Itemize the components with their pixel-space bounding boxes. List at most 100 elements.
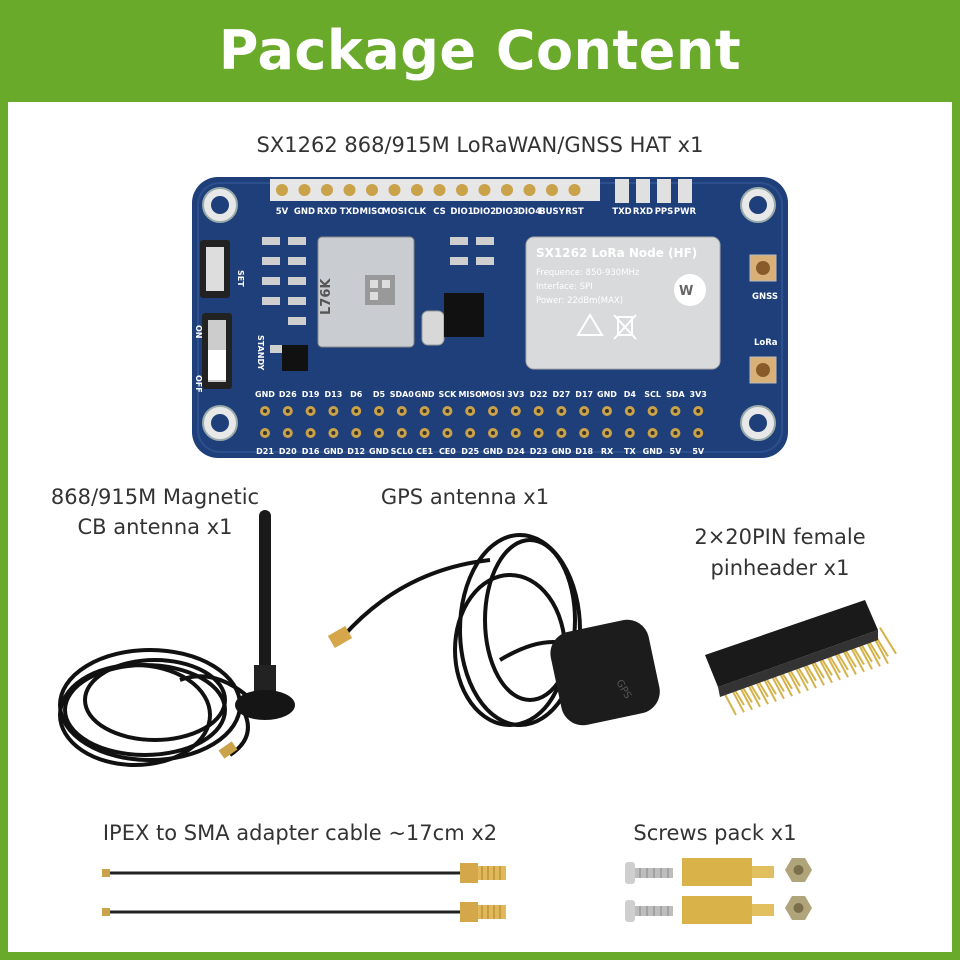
top-pin-label: RXD xyxy=(317,207,337,217)
module-power: Power: 22dBm(MAX) xyxy=(536,296,623,306)
top-pin-label: BUSY xyxy=(539,207,566,217)
gpio-upper-label: SCL xyxy=(644,390,661,399)
magnetic-base xyxy=(235,690,295,720)
gpio-upper-label: 3V3 xyxy=(507,390,524,399)
gpio-upper-label: SDA xyxy=(666,390,685,399)
gpio-lower-label: D12 xyxy=(347,447,365,456)
gpio-lower-label: 5V xyxy=(692,447,705,456)
gpio-lower-label: D18 xyxy=(575,447,593,456)
top-header-pad xyxy=(366,184,378,196)
gpio-lower-label: D24 xyxy=(507,447,525,456)
gps-antenna-caption: GPS antenna x1 xyxy=(380,485,550,509)
gps-antenna: GPS xyxy=(327,533,660,727)
status-leds xyxy=(615,179,692,203)
gpio-lower-label: GND xyxy=(323,447,343,456)
top-pin-label: RST xyxy=(565,207,584,217)
gpio-upper-label: D13 xyxy=(325,390,343,399)
module-title: SX1262 LoRa Node (HF) xyxy=(536,246,697,260)
led-label: TXD xyxy=(612,207,631,217)
top-pin-label: DIO1 xyxy=(450,207,473,217)
gpio-lower-label: D21 xyxy=(256,447,274,456)
hat-caption: SX1262 868/915M LoRaWAN/GNSS HAT x1 xyxy=(256,133,704,157)
lora-label: LoRa xyxy=(754,338,778,348)
top-header-pad xyxy=(456,184,468,196)
pinheader-caption-line1: 2×20PIN female xyxy=(694,525,866,549)
gpio-upper-label: SDA0 xyxy=(390,390,415,399)
regulator-chip xyxy=(444,293,484,337)
led-label: RXD xyxy=(633,207,653,217)
gpio-upper-label: D5 xyxy=(373,390,386,399)
screws-pack xyxy=(625,858,812,924)
gpio-upper-label: D4 xyxy=(624,390,637,399)
esd-warning-icon xyxy=(576,313,604,336)
off-label: OFF xyxy=(194,375,203,393)
top-header-pad xyxy=(411,184,423,196)
top-pin-label: DIO2 xyxy=(473,207,496,217)
gpio-lower-label: CE1 xyxy=(416,447,433,456)
gpio-upper-label: D27 xyxy=(553,390,571,399)
top-pin-label: GND xyxy=(294,207,315,217)
top-header-pad xyxy=(478,184,491,196)
top-header-pad xyxy=(501,184,513,196)
top-pin-label: TXD xyxy=(340,207,359,217)
lora-module-shield xyxy=(525,236,721,370)
gpio-lower-label: GND xyxy=(483,447,503,456)
gpio-lower-label: D25 xyxy=(461,447,479,456)
top-header-pad xyxy=(433,184,446,196)
module-frequency: Frequence: 850-930MHz xyxy=(536,268,640,278)
top-header-pad xyxy=(298,184,311,196)
magnetic-cb-antenna xyxy=(58,510,295,767)
top-pin-label: 5V xyxy=(276,207,289,217)
gpio-upper-label: D26 xyxy=(279,390,297,399)
brass-standoff xyxy=(682,896,774,924)
gpio-upper-label: D6 xyxy=(350,390,363,399)
female-pinheader xyxy=(705,600,897,716)
top-header-pad xyxy=(523,184,536,196)
gpio-upper-label: MOSI xyxy=(481,390,505,399)
gpio-upper-label: D17 xyxy=(575,390,593,399)
screws-caption: Screws pack x1 xyxy=(633,821,797,845)
gps-antenna-body xyxy=(550,619,660,726)
gnss-label: GNSS xyxy=(752,292,778,302)
gpio-lower-label: D23 xyxy=(530,447,548,456)
pinheader-body xyxy=(705,600,878,687)
gpio-lower-label: GND xyxy=(369,447,389,456)
top-pin-label: MOSI xyxy=(382,207,407,217)
gpio-lower-label: 5V xyxy=(670,447,683,456)
on-label: ON xyxy=(194,325,203,339)
gps-sma-plug xyxy=(327,625,353,649)
svg-text:W: W xyxy=(679,284,693,299)
gpio-upper-label: GND xyxy=(597,390,617,399)
gpio-upper-label: D19 xyxy=(302,390,320,399)
top-header-pad xyxy=(546,184,558,196)
passive-components xyxy=(262,237,494,353)
gpio-lower-label: GND xyxy=(643,447,663,456)
antenna-whip xyxy=(259,510,271,670)
magnetic-antenna-caption-line2: CB antenna x1 xyxy=(77,515,233,539)
gpio-upper-label: 3V3 xyxy=(690,390,707,399)
brass-standoff xyxy=(682,858,774,886)
top-header-pad xyxy=(321,184,333,196)
top-pin-label: CS xyxy=(433,207,446,217)
waveshare-logo-icon xyxy=(674,274,706,306)
pinheader-caption-line2: pinheader x1 xyxy=(710,556,850,580)
header-banner: Package Content xyxy=(0,0,960,100)
top-pin-label: CLK xyxy=(408,207,427,217)
top-header-pad xyxy=(343,184,356,196)
gpio-upper-label: D22 xyxy=(530,390,548,399)
gpio-upper-label: GND xyxy=(415,390,435,399)
weee-bin-icon xyxy=(617,316,633,336)
gpio-lower-label: SCL0 xyxy=(391,447,414,456)
gpio-lower-label: TX xyxy=(624,447,636,456)
adapter-cable xyxy=(102,902,506,922)
crystal xyxy=(421,310,445,346)
top-pin-label: DIO4 xyxy=(518,207,541,217)
magnetic-antenna-caption-line1: 868/915M Magnetic xyxy=(50,485,260,509)
hex-nut xyxy=(785,896,812,920)
top-header-pad xyxy=(276,184,288,196)
adapter-cable xyxy=(102,863,506,883)
top-header-pad xyxy=(568,184,581,196)
adapter-cable-caption: IPEX to SMA adapter cable ~17cm x2 xyxy=(102,821,498,845)
standby-label: STANDY xyxy=(256,335,265,371)
